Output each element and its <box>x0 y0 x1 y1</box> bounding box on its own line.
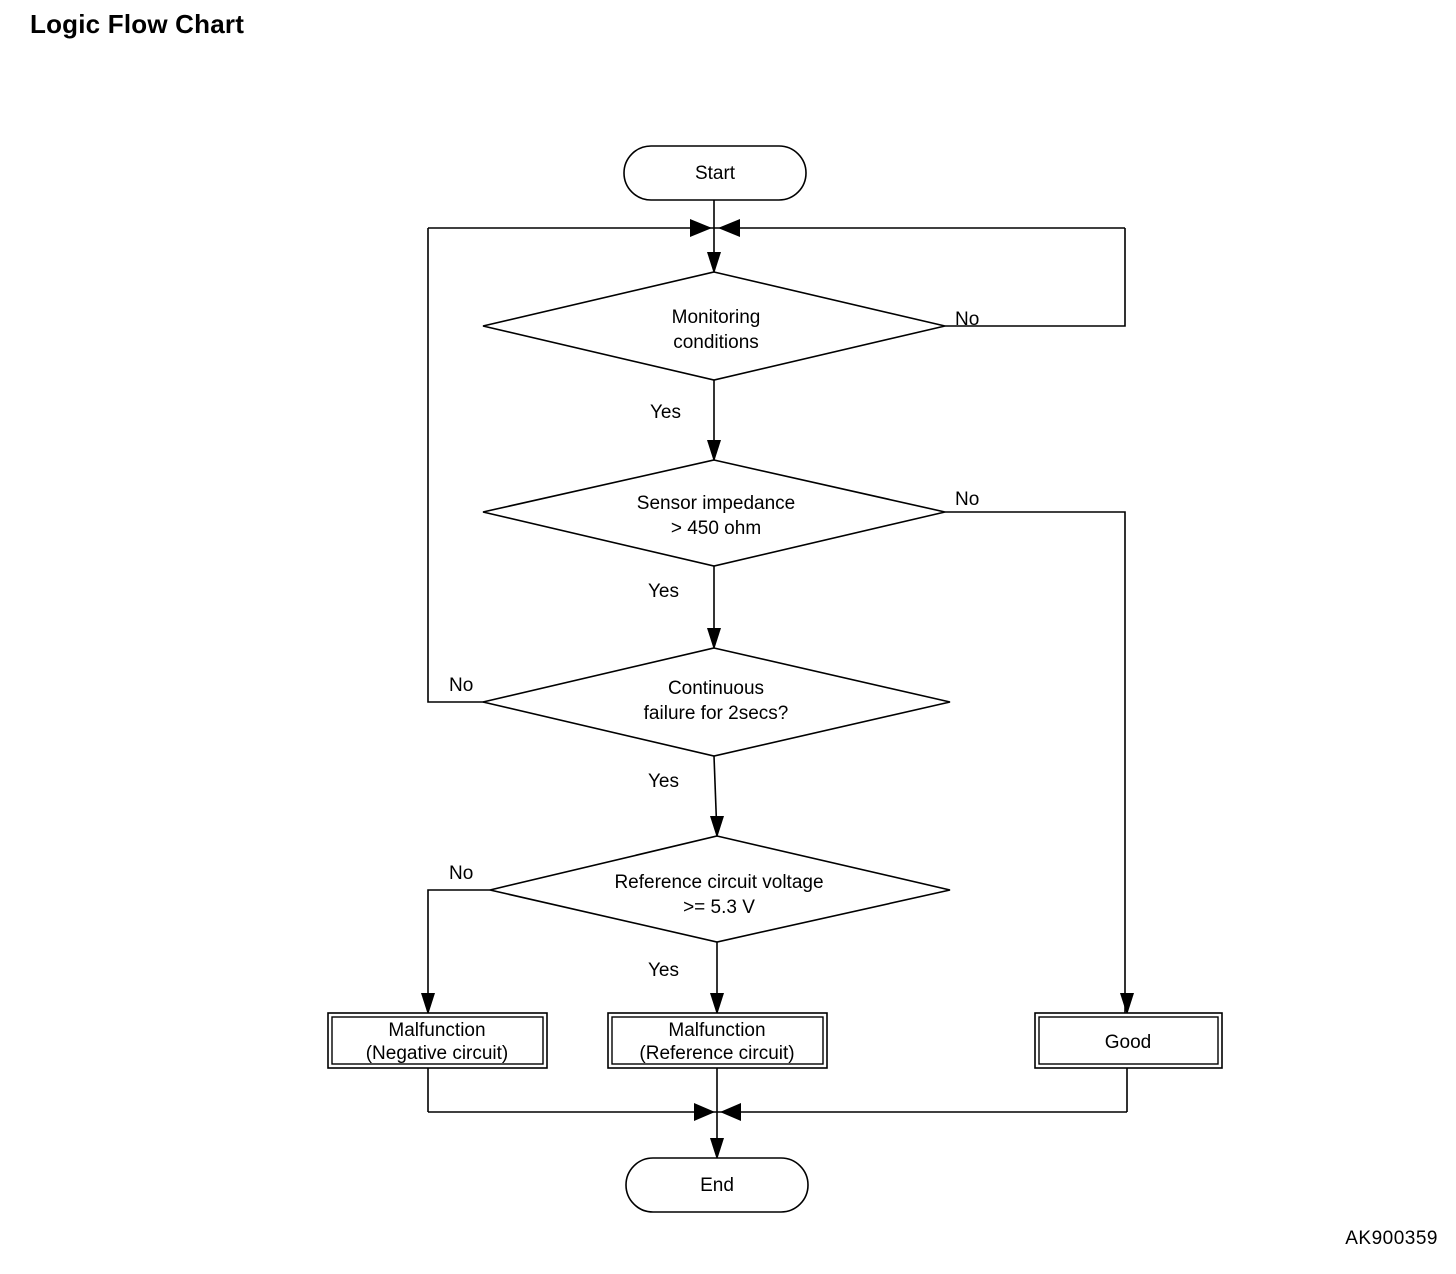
arrow-into-d4-icon <box>710 816 724 838</box>
decision-3-label-line2: failure for 2secs? <box>644 703 789 724</box>
node-malfunction-reference-circuit[interactable]: Malfunction (Reference circuit) <box>607 1012 828 1069</box>
good-box-outer <box>1034 1012 1223 1069</box>
edge-label-yes-4: Yes <box>648 960 679 981</box>
decision-3-shape <box>482 647 951 757</box>
edge-label-yes-3: Yes <box>648 771 679 792</box>
decision-4-label-line1: Reference circuit voltage <box>614 872 823 893</box>
arrow-into-d1-icon <box>707 252 721 274</box>
bottom-junction-arrow-left-icon <box>720 1103 741 1121</box>
node-good[interactable]: Good <box>1034 1012 1223 1069</box>
neg-label-line2: (Negative circuit) <box>366 1043 509 1064</box>
connector-d4-no-to-neg <box>427 889 490 1013</box>
ref-box-inner <box>611 1016 824 1065</box>
arrow-into-good-icon <box>1120 993 1134 1015</box>
ref-box-outer <box>607 1012 828 1069</box>
decision-1-label-line2: conditions <box>673 332 759 353</box>
arrow-into-end-icon <box>710 1138 724 1160</box>
decision-1-shape <box>482 271 946 381</box>
decision-2-label-line2: > 450 ohm <box>671 518 761 539</box>
edge-label-no-1: No <box>955 309 979 330</box>
end-shape <box>625 1157 809 1213</box>
decision-1-label-line1: Monitoring <box>672 307 761 328</box>
arrow-into-d2-icon <box>707 440 721 462</box>
edge-label-no-4: No <box>449 863 473 884</box>
arrow-into-neg-icon <box>421 993 435 1015</box>
neg-box-inner <box>331 1016 544 1065</box>
node-decision-monitoring-conditions[interactable]: Monitoring conditions <box>482 271 946 381</box>
arrow-into-ref-icon <box>710 993 724 1015</box>
node-decision-continuous-failure[interactable]: Continuous failure for 2secs? <box>482 647 951 757</box>
good-label: Good <box>1105 1032 1151 1053</box>
start-label: Start <box>695 163 736 184</box>
edge-label-no-2: No <box>955 489 979 510</box>
connector-d1-no-loopback <box>945 228 1126 327</box>
node-malfunction-negative-circuit[interactable]: Malfunction (Negative circuit) <box>327 1012 548 1069</box>
neg-label-line1: Malfunction <box>388 1020 485 1041</box>
neg-box-outer <box>327 1012 548 1069</box>
start-shape <box>623 145 807 201</box>
decision-4-shape <box>489 835 951 943</box>
edge-label-yes-2: Yes <box>648 581 679 602</box>
figure-reference-code: AK900359 <box>1345 1228 1438 1249</box>
junction-arrow-left-icon <box>718 219 740 237</box>
decision-3-label-line1: Continuous <box>668 678 764 699</box>
ref-label-line1: Malfunction <box>668 1020 765 1041</box>
node-decision-reference-circuit-voltage[interactable]: Reference circuit voltage >= 5.3 V <box>489 835 951 943</box>
bottom-junction-arrow-right-icon <box>694 1103 715 1121</box>
ref-label-line2: (Reference circuit) <box>639 1043 794 1064</box>
end-label: End <box>700 1175 734 1196</box>
good-box-inner <box>1038 1016 1219 1065</box>
decision-2-shape <box>482 459 946 567</box>
decision-4-label-line2: >= 5.3 V <box>683 897 755 918</box>
node-end[interactable]: End <box>625 1157 809 1213</box>
arrow-into-d3-icon <box>707 628 721 650</box>
edge-label-no-3: No <box>449 675 473 696</box>
page-title: Logic Flow Chart <box>30 9 245 39</box>
node-decision-sensor-impedance[interactable]: Sensor impedance > 450 ohm <box>482 459 946 567</box>
edge-label-yes-1: Yes <box>650 402 681 423</box>
junction-arrow-right-icon <box>690 219 712 237</box>
decision-2-label-line1: Sensor impedance <box>637 493 795 514</box>
connector-d2-no-to-good <box>945 511 1126 1013</box>
connector-d3-no-loopback <box>427 228 490 703</box>
node-start[interactable]: Start <box>623 145 807 201</box>
